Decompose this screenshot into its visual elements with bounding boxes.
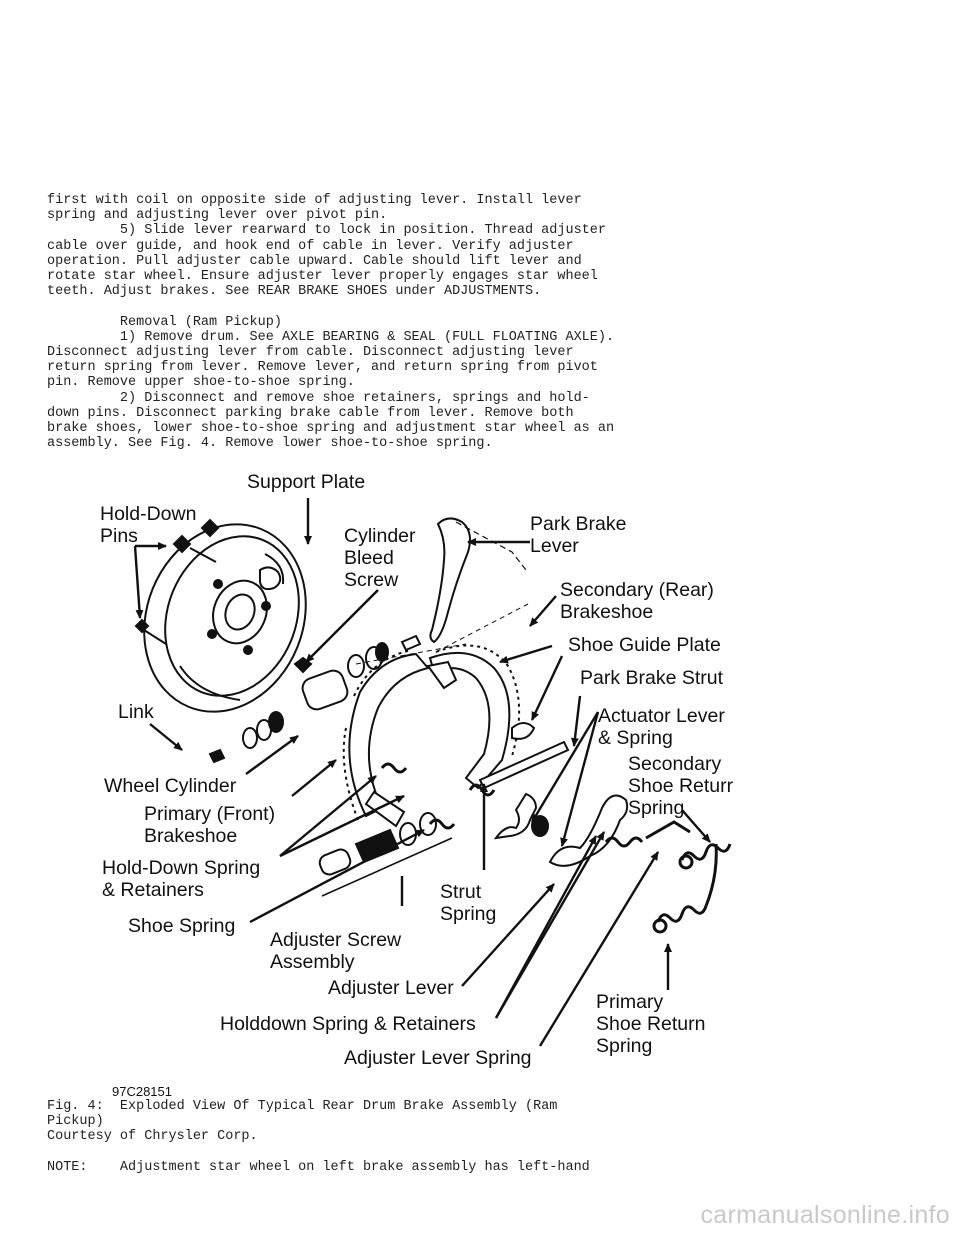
adjuster-lever-spring-drawing [604, 820, 691, 848]
watermark: carmanualsonline.info [700, 1201, 950, 1229]
label-support-plate: Support Plate [247, 471, 365, 493]
label-wheel-cylinder: Wheel Cylinder [104, 775, 237, 797]
label-cylinder-bleed-screw: Cylinder Bleed Screw [344, 525, 421, 591]
label-link: Link [118, 701, 154, 723]
body-text-line: return spring from lever. Remove lever, … [47, 360, 598, 376]
label-shoe-spring: Shoe Spring [128, 915, 235, 937]
hold-down-pins-drawing [134, 518, 220, 645]
body-text-line: Disconnect adjusting lever from cable. D… [47, 345, 574, 361]
procedure-text: first with coil on opposite side of adju… [47, 193, 614, 451]
body-text-line: 2) Disconnect and remove shoe retainers,… [47, 390, 590, 406]
secondary-return-spring-drawing [678, 843, 732, 870]
label-primary-brakeshoe: Primary (Front) Brakeshoe [144, 803, 281, 847]
body-text-line: pin. Remove upper shoe-to-shoe spring. [47, 375, 355, 391]
figure-caption: Fig. 4: Exploded View Of Typical Rear Dr… [47, 1099, 590, 1175]
caption-line: Courtesy of Chrysler Corp. [47, 1129, 258, 1145]
body-text-line: cable over guide, and hook end of cable … [47, 238, 574, 254]
label-secondary-return-spring: Secondary Shoe Returr Spring [628, 753, 739, 819]
body-text-line: brake shoes, lower shoe-to-shoe spring a… [47, 421, 615, 437]
label-hold-down-spring: Hold-Down Spring & Retainers [102, 857, 266, 901]
leader-lines [133, 498, 711, 1047]
brake-assembly-diagram: Hold-Down Pins Support Plate Cylinder Bl… [100, 471, 739, 1099]
label-actuator-lever: Actuator Lever & Spring [598, 705, 730, 749]
caption-line: Fig. 4: Exploded View Of Typical Rear Dr… [47, 1099, 558, 1114]
body-text-line: 1) Remove drum. See AXLE BEARING & SEAL … [47, 329, 615, 345]
body-text-line: Removal (Ram Pickup) [47, 314, 282, 330]
label-holddown-spring-retainers: Holddown Spring & Retainers [220, 1013, 476, 1035]
label-strut-spring: Strut Spring [440, 881, 496, 925]
label-adjuster-lever: Adjuster Lever [328, 977, 454, 999]
body-text-line: down pins. Disconnect parking brake cabl… [47, 405, 574, 421]
caption-line: NOTE: Adjustment star wheel on left brak… [47, 1159, 590, 1175]
label-shoe-guide-plate: Shoe Guide Plate [568, 634, 721, 656]
body-text-line: teeth. Adjust brakes. See REAR BRAKE SHO… [47, 284, 542, 300]
adjuster-screw-drawing [318, 812, 453, 897]
brake-parts-illustration [134, 517, 732, 934]
exploded-view-figure: Hold-Down Pins Support Plate Cylinder Bl… [70, 466, 790, 1106]
label-park-brake-lever: Park Brake Lever [530, 513, 632, 557]
body-text-line: assembly. See Fig. 4. Remove lower shoe-… [47, 436, 493, 452]
label-secondary-brakeshoe: Secondary (Rear) Brakeshoe [560, 579, 719, 623]
callout-labels: Hold-Down Pins Support Plate Cylinder Bl… [100, 471, 739, 1099]
figure-id-label: 97C28151 [112, 1084, 172, 1099]
caption-line: Pickup) [47, 1114, 104, 1130]
primary-return-spring-drawing [652, 843, 718, 934]
body-text-line: spring and adjusting lever over pivot pi… [47, 208, 388, 224]
body-text-line: first with coil on opposite side of adju… [47, 193, 582, 208]
label-adjuster-screw: Adjuster Screw Assembly [270, 929, 407, 973]
body-text-line: operation. Pull adjuster cable upward. C… [47, 253, 582, 269]
label-primary-return-spring: Primary Shoe Return Spring [596, 991, 711, 1057]
secondary-brakeshoe-drawing [426, 644, 521, 790]
body-text-line: 5) Slide lever rearward to lock in posit… [47, 223, 606, 239]
body-text-line: rotate star wheel. Ensure adjuster lever… [47, 269, 598, 285]
label-adjuster-lever-spring: Adjuster Lever Spring [344, 1047, 532, 1069]
label-hold-down-pins: Hold-Down Pins [100, 503, 202, 547]
support-plate-drawing [143, 523, 307, 713]
wheel-cylinder-drawing [208, 634, 422, 764]
park-brake-lever-drawing [429, 517, 527, 644]
label-park-brake-strut: Park Brake Strut [580, 667, 724, 689]
